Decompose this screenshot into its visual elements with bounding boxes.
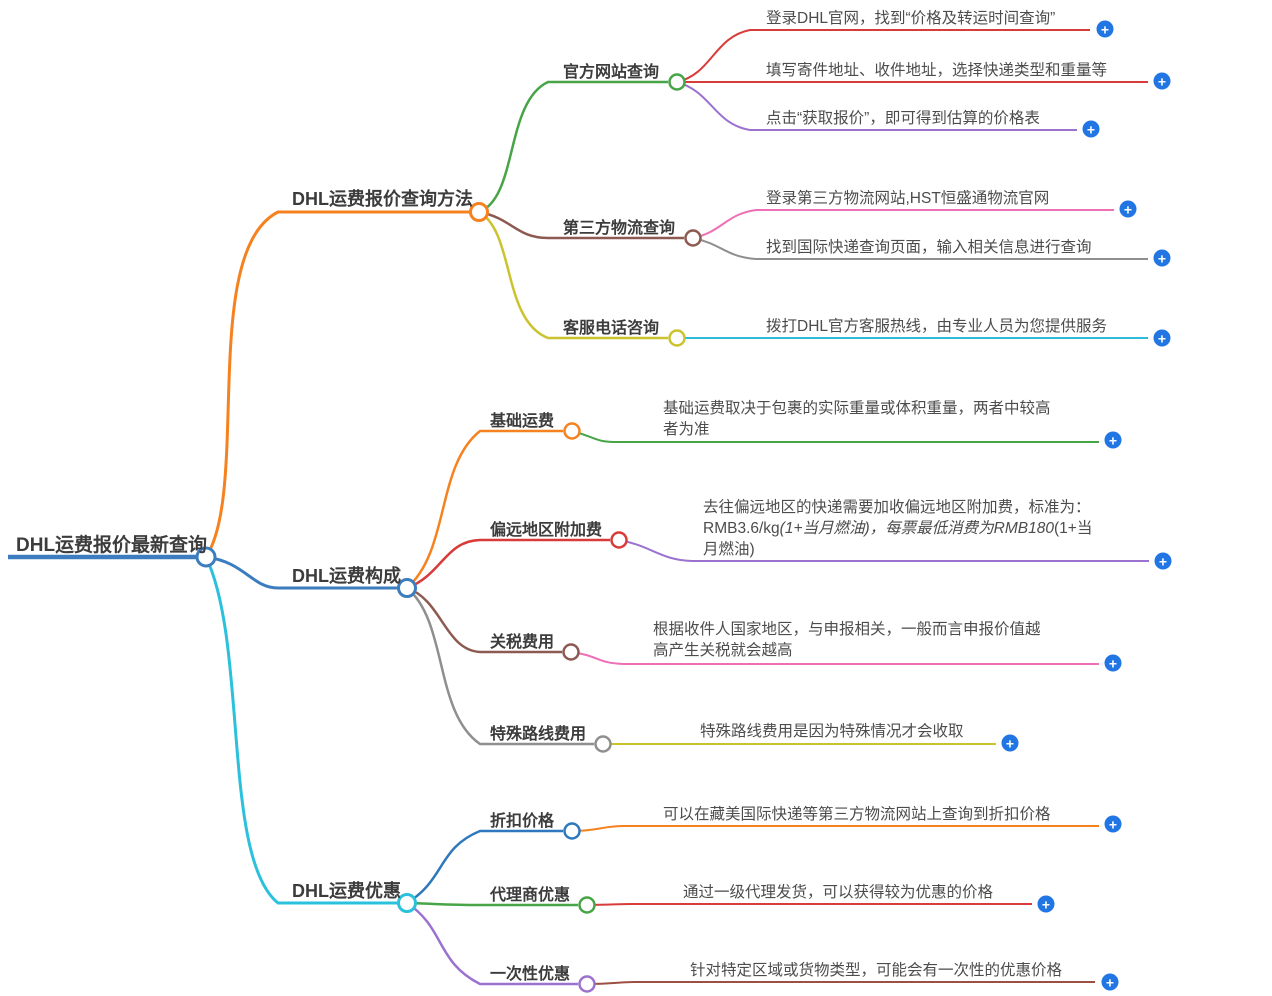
- connector-branch0-child0: [478, 80, 668, 214]
- subtopic-circle-b1c1[interactable]: [610, 531, 628, 549]
- subtopic-label-customs-duty[interactable]: 关税费用: [490, 634, 555, 651]
- leaf-text[interactable]: 登录第三方物流网站,HST恒盛通物流官网: [766, 190, 1050, 207]
- leaf-text[interactable]: 去往偏远地区的快递需要加收偏远地区附加费，标准为：RMB3.6/kg(1+当月燃…: [703, 497, 1105, 560]
- root-node-label[interactable]: DHL运费报价最新查询: [16, 535, 208, 556]
- leaf-text[interactable]: 基础运费取决于包裹的实际重量或体积重量，两者中较高者为准: [663, 400, 1051, 438]
- plus-icon[interactable]: +: [1101, 973, 1119, 991]
- subtopic-circle-b2c2[interactable]: [578, 975, 596, 993]
- connector-root-branch-1: [205, 555, 398, 590]
- subtopic-circle-b1c0[interactable]: [563, 422, 581, 440]
- subtopic-circle-b0c1[interactable]: [684, 229, 702, 247]
- plus-icon[interactable]: +: [1104, 815, 1122, 833]
- branch-label-freight-discounts[interactable]: DHL运费优惠: [292, 881, 401, 901]
- subtopic-circle-b2c0[interactable]: [563, 822, 581, 840]
- subtopic-circle-b0c2[interactable]: [668, 329, 686, 347]
- branch0-node-circle[interactable]: [469, 202, 489, 222]
- leaf-text[interactable]: 拨打DHL官方客服热线，由专业人员为您提供服务: [766, 318, 1108, 335]
- branch-label-freight-composition[interactable]: DHL运费构成: [292, 566, 401, 586]
- leaf-line-b1c1-l0: [618, 539, 1149, 562]
- branch-label-query-methods[interactable]: DHL运费报价查询方法: [292, 189, 473, 209]
- leaf-text-italic: (1+当月燃油)，每票最低消费为RMB180: [779, 520, 1054, 537]
- leaf-text[interactable]: 找到国际快递查询页面，输入相关信息进行查询: [766, 239, 1092, 256]
- connector-branch1-child2: [406, 586, 562, 654]
- subtopic-label-customer-service[interactable]: 客服电话咨询: [563, 320, 660, 337]
- leaf-text-regular: (1+当月燃油): [703, 520, 1093, 558]
- plus-icon[interactable]: +: [1104, 431, 1122, 449]
- subtopic-circle-b1c3[interactable]: [594, 735, 612, 753]
- branch2-node-circle[interactable]: [397, 893, 417, 913]
- leaf-text[interactable]: 可以在藏美国际快递等第三方物流网站上查询到折扣价格: [663, 806, 1051, 823]
- plus-icon[interactable]: +: [1096, 20, 1114, 38]
- subtopic-label-one-time-discount[interactable]: 一次性优惠: [490, 966, 571, 983]
- leaf-text[interactable]: 点击“获取报价”，即可得到估算的价格表: [766, 110, 1040, 127]
- subtopic-circle-b2c1[interactable]: [578, 896, 596, 914]
- subtopic-label-discount-price[interactable]: 折扣价格: [490, 813, 555, 830]
- branch1-node-circle[interactable]: [397, 578, 417, 598]
- plus-icon[interactable]: +: [1153, 329, 1171, 347]
- subtopic-label-third-party[interactable]: 第三方物流查询: [563, 220, 676, 237]
- leaf-text[interactable]: 通过一级代理发货，可以获得较为优惠的价格: [683, 884, 994, 901]
- connector-branch0-child2: [478, 210, 668, 340]
- subtopic-circle-b1c2[interactable]: [562, 643, 580, 661]
- leaf-line-b0c1-l1: [692, 237, 1148, 260]
- subtopic-circle-b0c0[interactable]: [668, 73, 686, 91]
- plus-icon[interactable]: +: [1119, 200, 1137, 218]
- leaf-line-b0c0-l0: [676, 29, 1090, 83]
- subtopic-label-official-website[interactable]: 官方网站查询: [563, 64, 660, 81]
- plus-icon[interactable]: +: [1082, 120, 1100, 138]
- subtopic-label-special-route[interactable]: 特殊路线费用: [490, 726, 587, 743]
- plus-icon[interactable]: +: [1154, 552, 1172, 570]
- connector-branch2-child2: [406, 901, 578, 986]
- connector-branch0-child1: [478, 210, 684, 240]
- plus-icon[interactable]: +: [1104, 654, 1122, 672]
- connector-branch1-child3: [406, 587, 594, 746]
- connector-branch2-child0: [406, 829, 563, 905]
- subtopic-label-base-freight[interactable]: 基础运费: [490, 413, 555, 430]
- leaf-text[interactable]: 特殊路线费用是因为特殊情况才会收取: [700, 723, 964, 740]
- leaf-line-b2c1-l0: [586, 903, 1032, 906]
- subtopic-label-remote-surcharge[interactable]: 偏远地区附加费: [490, 522, 603, 539]
- leaf-line-b2c0-l0: [571, 825, 1099, 832]
- leaf-line-b0c1-l0: [692, 209, 1114, 239]
- leaf-line-b2c2-l0: [586, 981, 1095, 985]
- subtopic-label-agent-discount[interactable]: 代理商优惠: [490, 887, 571, 904]
- connector-branch2-child1: [406, 901, 578, 907]
- plus-icon[interactable]: +: [1153, 249, 1171, 267]
- plus-icon[interactable]: +: [1001, 734, 1019, 752]
- connector-root-branch-2: [204, 556, 398, 905]
- connector-branch1-child0: [406, 429, 563, 589]
- leaf-text[interactable]: 针对特定区域或货物类型，可能会有一次性的优惠价格: [690, 962, 1063, 979]
- leaf-text-regular: 去往偏远地区的快递需要加收偏远地区附加费，标准为：RMB3.6/kg: [703, 499, 1091, 537]
- leaf-text[interactable]: 根据收件人国家地区，与申报相关，一般而言申报价值越高产生关税就会越高: [653, 621, 1041, 659]
- leaf-line-b0c0-l2: [676, 81, 1077, 131]
- leaf-text[interactable]: 登录DHL官网，找到“价格及转运时间查询”: [766, 10, 1056, 27]
- root-node-circle[interactable]: [195, 546, 217, 568]
- plus-icon[interactable]: +: [1037, 895, 1055, 913]
- connector-branch1-child1: [406, 538, 610, 590]
- connector-root-branch-0: [204, 210, 470, 558]
- leaf-text[interactable]: 填写寄件地址、收件地址，选择快递类型和重量等: [766, 62, 1108, 79]
- plus-icon[interactable]: +: [1153, 72, 1171, 90]
